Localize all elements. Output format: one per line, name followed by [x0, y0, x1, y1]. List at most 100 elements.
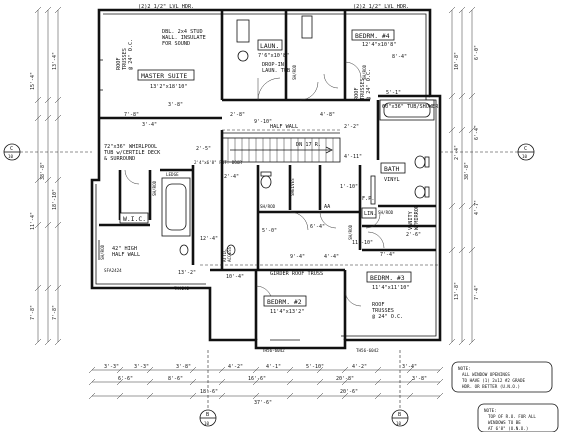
girder-note: GIRDER ROOF TRUSS: [270, 271, 323, 277]
bath-name: BATH: [384, 165, 400, 173]
doors: [124, 61, 399, 307]
dim-tick: [286, 366, 294, 374]
fp-note: F.P.: [362, 196, 375, 202]
roof-trusses-b4-1: ROOF: [354, 88, 360, 101]
dim-tick: [468, 338, 476, 346]
dim-b2-2: 16'-6": [248, 376, 266, 382]
section-marker-bottom-right: B 10: [391, 409, 409, 427]
general-note-box: [451, 361, 553, 393]
section-marker-bottom-left: B 10: [199, 409, 217, 427]
wic-name: W.I.C.: [123, 215, 146, 223]
dim-tick: [286, 392, 294, 400]
tub-note: 60"x36" TUB/SHOWER: [382, 104, 439, 110]
dim-int-21: 1'-10": [340, 184, 358, 190]
whirlpool-note-3: & SURROUND: [104, 156, 135, 162]
dim-int-12: 5'-0": [262, 228, 277, 234]
shrod-7: SH/ROD: [348, 224, 353, 240]
pkt-door-note: 2'4"x6'8" PKT. DOOR: [194, 160, 242, 165]
drop-in-note-2: LAUN. TUB: [262, 68, 290, 74]
dim-left-inner-2: 7'-8": [52, 305, 58, 320]
whirlpool-note-1: 72"x36" WHIRLPOOL: [104, 144, 157, 150]
dim-int-10: 4'-4": [324, 254, 339, 260]
dim-tick: [448, 202, 456, 210]
dbl-stud-note-3: FOR SOUND: [162, 41, 190, 47]
roof-trusses-b4-3: @ 24" O.C.: [366, 69, 372, 100]
dim-tick: [341, 366, 349, 374]
dim-tick: [44, 6, 52, 14]
dim-tick: [44, 114, 52, 122]
dim-b2-0: 6'-6": [118, 376, 133, 382]
general-note2-2: TOP OF R.O. FOR ALL: [488, 414, 536, 419]
window-b3-tag: TH56-6042: [356, 348, 379, 353]
svg-text:C: C: [524, 146, 527, 152]
dim-int-19: 4'-11": [344, 154, 362, 160]
dim-tick: [252, 378, 260, 386]
dim-int-22: 2'-4": [224, 174, 239, 180]
dim-tick: [34, 6, 42, 14]
dim-tick: [468, 92, 476, 100]
toilet: [260, 175, 272, 189]
linen-name: LIN.: [364, 211, 377, 217]
whirlpool-note-2: TUB w/CERTILE DECK: [104, 150, 161, 156]
dim-b1-2: 3'-8": [176, 364, 191, 370]
svg-text:10: 10: [522, 154, 528, 159]
dim-tick: [34, 96, 42, 104]
dim-int-11: 9'-4": [290, 254, 305, 260]
dim-right-inner-0: 10'-8": [454, 52, 460, 70]
dim-int-17: 13'-2": [178, 270, 196, 276]
dim-tick: [436, 392, 444, 400]
dim-tick: [146, 392, 154, 400]
dim-int-4: 2'-8": [230, 112, 245, 118]
dim-tick: [436, 366, 444, 374]
dim-tick: [286, 378, 294, 386]
dim-int-9: 7'-4": [380, 252, 395, 258]
windows: [98, 59, 390, 341]
shelves-note: SHELVES: [290, 178, 295, 196]
dim-tick: [34, 176, 42, 184]
dim-tick: [448, 6, 456, 14]
dim-tick: [44, 221, 52, 229]
dim-tick: [54, 284, 62, 292]
dim-tick: [116, 392, 124, 400]
bedrm2-size: 11'4"x13'2": [270, 309, 304, 315]
dim-int-6: 2'-5": [196, 146, 211, 152]
dim-tick: [146, 378, 154, 386]
dim-tick: [34, 221, 42, 229]
dim-tick: [458, 202, 466, 210]
roof-trusses-b3-1: ROOF: [372, 302, 385, 308]
dim-tick: [448, 338, 456, 346]
dim-b1-4: 4'-1": [266, 364, 281, 370]
dim-int-13: 6'-4": [310, 224, 325, 230]
dim-bottom-total: 37'-6": [254, 400, 272, 406]
dim-tick: [218, 392, 226, 400]
header-right-note: (2)2 1/2" LVL HDR.: [353, 4, 409, 10]
dim-tick: [218, 378, 226, 386]
general-note2-4: AT 6'8" (U.N.O.): [488, 426, 528, 431]
dim-tick: [44, 176, 52, 184]
dbl-stud-note-1: DBL. 2x4 STUD: [162, 29, 203, 35]
window-b2-tag: TH56-6042: [262, 348, 285, 353]
roof-trusses-b4-2: TRUSSES: [360, 78, 366, 100]
dim-tick: [458, 92, 466, 100]
dim-int-0: 7'-8": [124, 112, 139, 118]
dim-b3-1: 20'-6": [340, 389, 358, 395]
dim-tick: [54, 114, 62, 122]
half-wall-label: HALF WALL: [270, 124, 298, 130]
dim-int-7: 5'-1": [386, 90, 401, 96]
dim-tick: [88, 378, 96, 386]
dim-b2-1: 8'-6": [168, 376, 183, 382]
section-markers: C 10 C 10 B 10 B 10: [3, 143, 535, 427]
master-suite-tag: [137, 69, 195, 81]
shrod-6: SH/ROD: [362, 64, 367, 80]
dim-right-inner-2: 13'-8": [454, 282, 460, 300]
roof-trusses-master-2: TRUSSES: [122, 48, 128, 70]
vanity-note-2: W/MIRROR: [414, 204, 420, 230]
bedrm2-name: BEDRM. #2: [267, 298, 302, 306]
dim-tick: [146, 366, 154, 374]
dim-tick: [252, 366, 260, 374]
dim-tick: [458, 246, 466, 254]
svg-text:10: 10: [204, 421, 210, 426]
laun-size: 7'6"x10'8": [258, 53, 289, 59]
stair: [227, 138, 334, 162]
